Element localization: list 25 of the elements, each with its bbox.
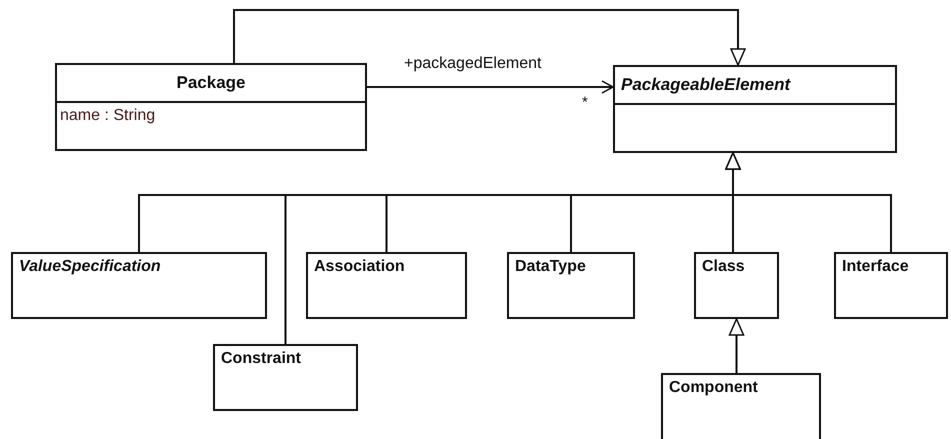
class-name: Interface (842, 258, 909, 276)
class-name: Component (669, 379, 758, 397)
class-box (306, 252, 467, 319)
class-name: Association (314, 258, 405, 276)
multiplicity: * (582, 94, 588, 111)
attribute-text: name : String (59, 106, 156, 126)
class-name: DataType (515, 258, 586, 276)
class-box (661, 373, 821, 439)
class-box (834, 252, 948, 319)
class-name: Class (702, 258, 745, 276)
generalization-arrow (725, 152, 892, 252)
class-name: Package (176, 73, 246, 93)
role-name: +packagedElement (404, 55, 542, 73)
class-box (55, 63, 367, 151)
generalization-arrow (233, 9, 746, 66)
class-box (213, 344, 358, 411)
class-box (11, 252, 267, 319)
composition-arrow (367, 80, 614, 94)
class-name: PackageableElement (621, 75, 790, 95)
class-box (694, 252, 779, 319)
class-name: ValueSpecification (19, 258, 161, 276)
class-box (613, 65, 897, 153)
class-name: Constraint (221, 350, 301, 368)
generalization-arrow (728, 318, 744, 373)
class-box (507, 252, 635, 319)
